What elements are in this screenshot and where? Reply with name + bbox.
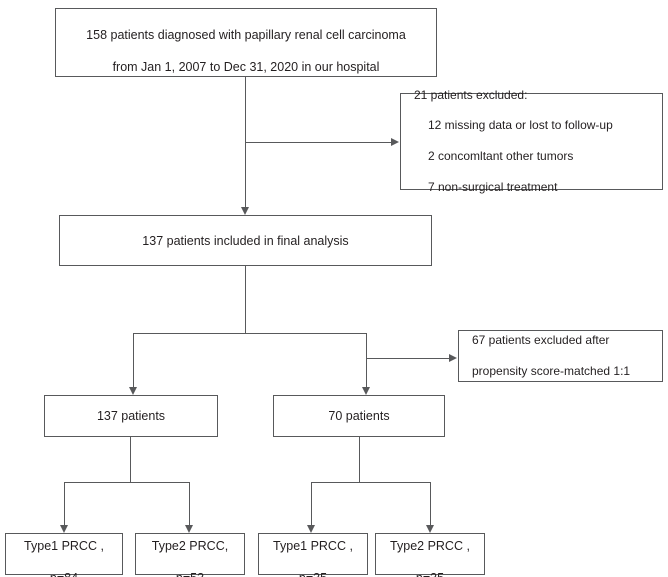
connector-matched-to-subsplit	[359, 437, 360, 482]
matched-type2-line2: n=35	[416, 571, 444, 577]
matched-cohort-label: 70 patients	[328, 409, 390, 423]
connector-subsplit-to-unmatched-type1	[64, 482, 65, 525]
connector-matched-subsplit-bar	[311, 482, 430, 483]
matched-type1-line1: Type1 PRCC ,	[273, 539, 353, 553]
arrowhead-split-to-matched	[362, 387, 370, 395]
excluded-psm-line2: propensity score-matched 1:1	[472, 363, 631, 378]
node-excluded-psm: 67 patients excluded after propensity sc…	[458, 330, 663, 382]
unmatched-type2-line1: Type2 PRCC,	[151, 539, 229, 553]
excluded-initial-reason-1: 12 missing data or lost to follow-up	[428, 118, 613, 133]
cohort-source-line2: from Jan 1, 2007 to Dec 31, 2020 in our …	[112, 59, 380, 74]
node-excluded-initial: 21 patients excluded: 12 missing data or…	[400, 88, 663, 194]
excluded-psm-line1: 67 patients excluded after	[472, 332, 610, 347]
cohort-source-line1: 158 patients diagnosed with papillary re…	[86, 27, 406, 42]
connector-unmatched-to-subsplit	[130, 437, 131, 482]
arrowhead-matched-type1	[307, 525, 315, 533]
node-matched-cohort: 70 patients	[273, 395, 445, 437]
node-cohort-source: 158 patients diagnosed with papillary re…	[55, 8, 437, 77]
connector-subsplit-to-matched-type2	[430, 482, 431, 525]
connector-unmatched-subsplit-bar	[64, 482, 189, 483]
connector-final-to-split	[245, 266, 246, 334]
matched-type1-line2: n=35	[299, 571, 327, 577]
connector-split-bar	[133, 333, 367, 334]
matched-type2-line1: Type2 PRCC ,	[390, 539, 470, 553]
node-final-analysis: 137 patients included in final analysis	[59, 215, 432, 266]
unmatched-cohort-label: 137 patients	[96, 409, 166, 423]
connector-subsplit-to-unmatched-type2	[189, 482, 190, 525]
unmatched-type1-line2: n=84	[50, 571, 78, 577]
connector-matched-to-excluded-psm	[366, 358, 449, 359]
arrowhead-source-to-excluded	[391, 138, 399, 146]
excluded-initial-heading: 21 patients excluded:	[414, 87, 528, 102]
arrowhead-matched-to-excluded-psm	[449, 354, 457, 362]
excluded-initial-reason-2: 2 concomltant other tumors	[428, 149, 574, 164]
arrowhead-source-to-final	[241, 207, 249, 215]
unmatched-type2-line2: n=53	[176, 571, 204, 577]
arrowhead-unmatched-type2	[185, 525, 193, 533]
node-unmatched-type1: Type1 PRCC , n=84	[5, 533, 123, 577]
node-unmatched-cohort: 137 patients	[44, 395, 218, 437]
connector-source-to-excluded	[245, 142, 391, 143]
node-matched-type2: Type2 PRCC , n=35	[375, 533, 485, 577]
arrowhead-unmatched-type1	[60, 525, 68, 533]
excluded-initial-reason-3: 7 non-surgical treatment	[428, 179, 558, 194]
connector-split-to-unmatched	[133, 333, 134, 387]
final-analysis-label: 137 patients included in final analysis	[142, 233, 349, 248]
arrowhead-matched-type2	[426, 525, 434, 533]
connector-subsplit-to-matched-type1	[311, 482, 312, 525]
arrowhead-split-to-unmatched	[129, 387, 137, 395]
node-unmatched-type2: Type2 PRCC, n=53	[135, 533, 245, 577]
connector-split-to-matched	[366, 333, 367, 387]
node-matched-type1: Type1 PRCC , n=35	[258, 533, 368, 577]
unmatched-type1-line1: Type1 PRCC ,	[24, 539, 104, 553]
